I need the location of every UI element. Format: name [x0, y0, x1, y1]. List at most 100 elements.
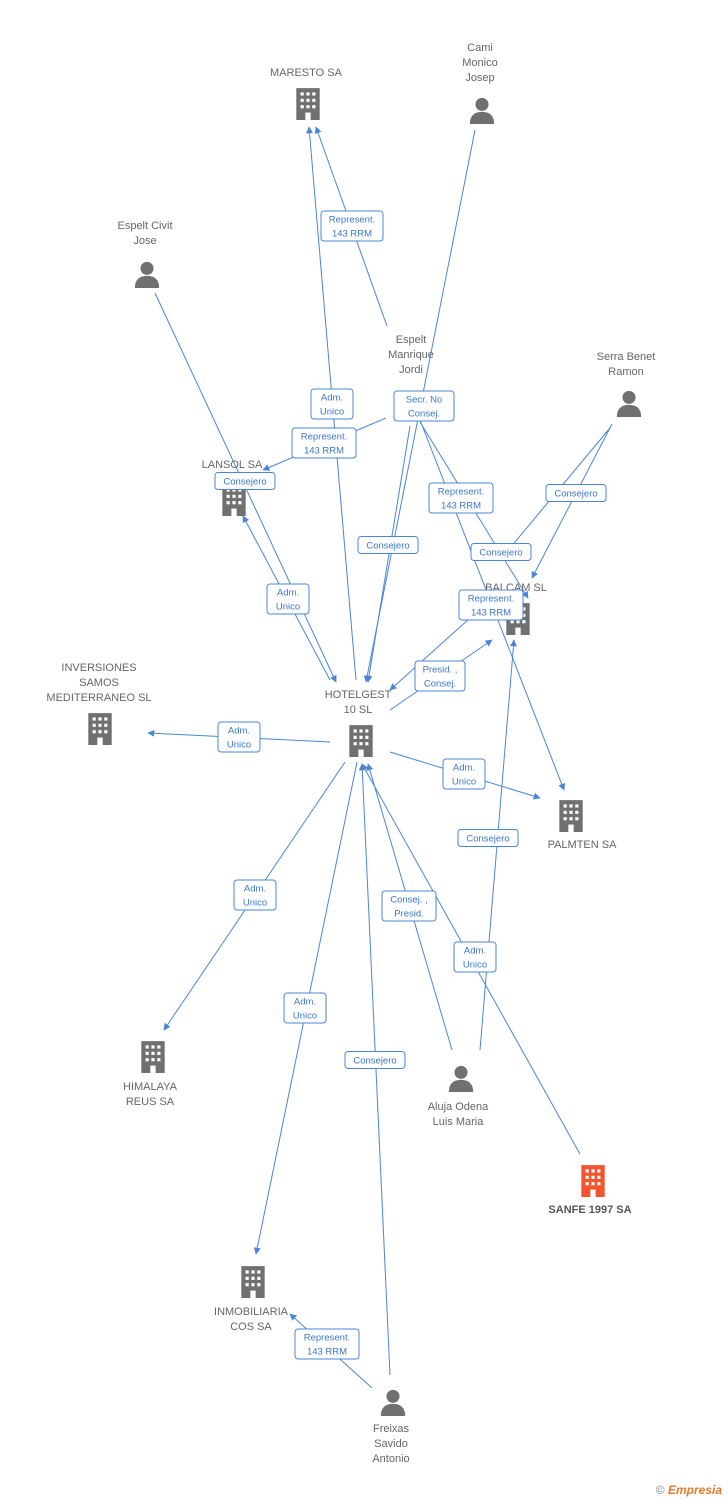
- edge-label-e3[interactable]: Secr. No Consej.: [393, 390, 455, 422]
- building-icon: [88, 713, 112, 745]
- footer-credit: © Empresia: [656, 1483, 722, 1497]
- edge-label-text: Adm.: [294, 997, 316, 1008]
- edge-label-text: 143 RRM: [441, 501, 481, 512]
- person-icon: [616, 390, 642, 417]
- edge-label-e17[interactable]: Consej. , Presid.: [381, 890, 437, 922]
- edge-label-e10[interactable]: Adm. Unico: [266, 583, 310, 615]
- edge-label-text: Represent.: [438, 487, 484, 498]
- edge-label-text: Secr. No: [406, 395, 442, 406]
- person-icon: [448, 1065, 474, 1092]
- edge-label-text: Consejero: [554, 489, 597, 500]
- node-label: INVERSIONES: [61, 662, 136, 674]
- building-icon: [141, 1041, 165, 1073]
- node-label: Luis Maria: [433, 1116, 485, 1128]
- edge-label-e13[interactable]: Adm. Unico: [217, 721, 261, 753]
- node-maresto[interactable]: MARESTO SA: [270, 67, 343, 120]
- edge-label-text: Represent.: [304, 1333, 350, 1344]
- edge-label-text: Represent.: [329, 215, 375, 226]
- edge-label-e11[interactable]: Represent.143 RRM: [458, 589, 524, 621]
- node-label: Freixas: [373, 1423, 410, 1435]
- node-label: MARESTO SA: [270, 67, 343, 79]
- edge-label-e16[interactable]: Adm. Unico: [233, 879, 277, 911]
- edge-label-e15[interactable]: Consejero: [457, 829, 519, 847]
- edge-label-text: Represent.: [468, 594, 514, 605]
- edge-label-e1[interactable]: Represent.143 RRM: [320, 210, 384, 242]
- edge-label-text: Consej.: [424, 679, 456, 690]
- edge-label-text: Unico: [463, 960, 487, 971]
- node-label: Ramon: [608, 366, 643, 378]
- node-inmobiliaria[interactable]: INMOBILIARIA COS SA: [214, 1266, 289, 1333]
- brand-logo[interactable]: Empresia: [667, 1483, 722, 1497]
- edge-label-e19[interactable]: Adm. Unico: [283, 992, 327, 1024]
- node-hotelgest[interactable]: HOTELGEST 10 SL: [325, 689, 392, 757]
- edge-label-e8[interactable]: Consejero: [357, 536, 419, 554]
- edge-label-e5[interactable]: Consejero: [214, 472, 276, 490]
- node-label: Espelt: [396, 334, 427, 346]
- edge-label-text: Adm.: [321, 393, 343, 404]
- edge-label-text: Adm.: [453, 763, 475, 774]
- node-label: Cami: [467, 42, 493, 54]
- edge-label-e18[interactable]: Adm. Unico: [453, 941, 497, 973]
- edge-label-text: Unico: [320, 407, 344, 418]
- building-icon: [349, 725, 373, 757]
- node-label: 10 SL: [344, 704, 373, 716]
- edge-label-e14[interactable]: Adm.Unico: [442, 758, 486, 790]
- node-lansol[interactable]: LANSOL SA: [202, 459, 263, 516]
- edge-label-text: Unico: [293, 1011, 317, 1022]
- node-label: Antonio: [372, 1453, 409, 1465]
- node-label: LANSOL SA: [202, 459, 263, 471]
- node-label: Jordi: [399, 364, 423, 376]
- edge-label-e2[interactable]: Adm. Unico: [310, 388, 354, 420]
- edge-label-text: 143 RRM: [304, 446, 344, 457]
- node-label: Josep: [465, 72, 494, 84]
- node-sanfe[interactable]: SANFE 1997 SA: [548, 1165, 632, 1216]
- edge-label-text: Unico: [243, 898, 267, 909]
- node-label: Serra Benet: [597, 351, 656, 363]
- edge-label-text: Adm.: [228, 726, 250, 737]
- edge-label-text: Consej.: [408, 409, 440, 420]
- edge-label-text: Unico: [227, 740, 251, 751]
- edge-label-text: Consejero: [466, 834, 509, 845]
- edge-label-text: Adm.: [464, 946, 486, 957]
- node-label: Savido: [374, 1438, 408, 1450]
- node-label: Aluja Odena: [428, 1101, 489, 1113]
- copyright-symbol: ©: [655, 1483, 665, 1497]
- node-label: PALMTEN SA: [548, 839, 618, 851]
- person-icon: [380, 1389, 406, 1416]
- edge-label-e4[interactable]: Represent.143 RRM: [291, 427, 357, 459]
- node-label: HIMALAYA: [123, 1081, 178, 1093]
- edge-label-text: Consejero: [223, 477, 266, 488]
- edge-label-e12[interactable]: Presid. , Consej.: [414, 660, 466, 692]
- edge-label-text: Consej. ,: [390, 895, 428, 906]
- node-label: HOTELGEST: [325, 689, 392, 701]
- edge-label-text: 143 RRM: [307, 1347, 347, 1358]
- edge-label-e21[interactable]: Represent. 143 RRM: [294, 1328, 360, 1360]
- node-label: COS SA: [230, 1321, 272, 1333]
- edge-label-e20[interactable]: Consejero: [344, 1051, 406, 1069]
- edge-line-e11: [389, 617, 471, 691]
- edge-label-e9[interactable]: Consejero: [470, 543, 532, 561]
- edge-label-e7[interactable]: Consejero: [545, 484, 607, 502]
- building-icon: [581, 1165, 605, 1197]
- node-label: MEDITERRANEO SL: [46, 692, 151, 704]
- building-icon: [559, 800, 583, 832]
- edge-label-text: Adm.: [244, 884, 266, 895]
- node-label: SANFE 1997 SA: [548, 1204, 631, 1216]
- node-palmten[interactable]: PALMTEN SA: [548, 800, 618, 851]
- edge-label-text: Presid.: [394, 909, 424, 920]
- edge-label-e6[interactable]: Represent. 143 RRM: [428, 482, 494, 514]
- building-icon: [296, 88, 320, 120]
- node-label: INMOBILIARIA: [214, 1306, 289, 1318]
- edge-label-text: Adm.: [277, 588, 299, 599]
- edge-label-text: Unico: [276, 602, 300, 613]
- edge-label-text: Consejero: [353, 1056, 396, 1067]
- edge-label-text: Presid. ,: [423, 665, 458, 676]
